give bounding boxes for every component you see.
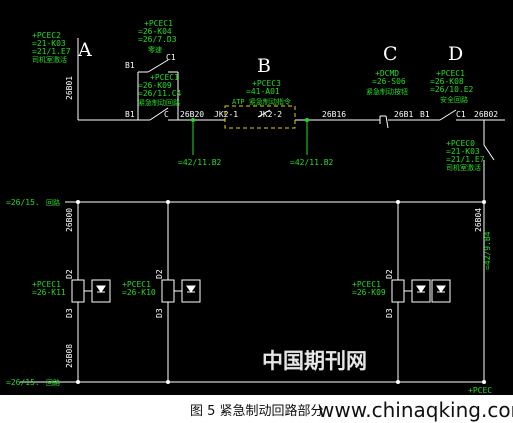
label-pcec3: +PCEC3 — [252, 79, 281, 88]
site-watermark: www.chinaqking.com — [318, 398, 513, 422]
label-ref-k04: =26/7.D3 — [138, 35, 177, 44]
junction-dots — [76, 118, 486, 384]
label-brake-button: 紧急制动按钮 — [366, 87, 408, 96]
terminal-jk2-1: JK2-1 — [214, 110, 238, 119]
label-pcec1-d: +PCEC1 — [436, 69, 465, 78]
label-safety-loop: 安全回路 — [440, 95, 468, 104]
label-dcmd: +DCMD — [375, 69, 399, 78]
ref-42-11-b2-a: =42/11.B2 — [178, 158, 222, 167]
terminal-c1-top: C1 — [166, 53, 176, 62]
atp-contact-box — [224, 105, 296, 129]
terminal-b1-right: B1 — [420, 110, 430, 119]
terminal-jk2-2: JK2-2 — [258, 110, 282, 119]
figure-caption: 图 5 紧急制动回路部分 — [190, 403, 324, 419]
label-k03-right: =21-K03 — [446, 147, 480, 156]
section-letter-d: D — [448, 43, 463, 65]
label-ref-k08: =26/10.E2 — [430, 85, 474, 94]
section-letter-a: A — [77, 39, 92, 61]
section-letter-b: B — [257, 55, 271, 77]
terminal-d3-k11: D3 — [65, 308, 74, 318]
caption-background — [0, 395, 513, 423]
terminal-c1-right: C1 — [456, 110, 466, 119]
terminal-b1-mid: B1 — [125, 110, 135, 119]
wire-label-26b1: 26B1 — [394, 110, 413, 119]
label-pcec1-c: +PCEC1 — [150, 73, 179, 82]
wire-label-26b16: 26B16 — [322, 110, 346, 119]
label-k08: =26-K08 — [430, 77, 464, 86]
ref-left-bottom: =26/15. — [6, 378, 40, 387]
label-ref-k09: =26/11.C4 — [138, 89, 182, 98]
ref-42-9-b4: =42/9.B4 — [483, 231, 492, 270]
ref-42-11-b2-b: =42/11.B2 — [290, 158, 334, 167]
label-k09: =26-K09 — [138, 81, 172, 90]
label-brake-loop: 紧急制动回路 — [138, 98, 180, 107]
label-cab-active-a: 司机室激活 — [32, 55, 67, 64]
label-pcec0: +PCEC0 — [446, 139, 475, 148]
relay-coil-k09 — [391, 279, 431, 303]
terminal-d2-k10: D2 — [155, 269, 164, 279]
label-pcec1-b: +PCEC1 — [144, 19, 173, 28]
ref-left-top-tail: 回路 — [46, 198, 60, 207]
terminal-b1-top: B1 — [125, 61, 135, 70]
label-a01: =41-A01 — [246, 87, 280, 96]
label-pcec-bottom: +PCEC — [468, 386, 492, 395]
coil-label-pcec1-k09: +PCEC1 — [352, 280, 381, 289]
reference-wires — [192, 120, 308, 155]
wiring — [20, 38, 505, 383]
terminal-d2-k09: D2 — [385, 269, 394, 279]
coil-label-k09: =26-K09 — [352, 288, 386, 297]
relay-coil-k11 — [71, 279, 111, 303]
coil-label-k11: =26-K11 — [32, 288, 66, 297]
atp-contact-link — [257, 109, 271, 118]
terminal-d2-k11: D2 — [65, 269, 74, 279]
ref-left-bottom-tail: 回路 — [46, 378, 60, 387]
wire-label-26b04: 26B04 — [474, 208, 483, 232]
coil-label-k10: =26-K10 — [122, 288, 156, 297]
wire-label-26b01: 26B01 — [65, 76, 74, 100]
watermark-text: 中国期刊网 — [262, 348, 367, 373]
label-s06: =26-S06 — [372, 77, 406, 86]
label-cab-active-right: 司机室激活 — [446, 163, 481, 172]
label-pcec2-a: +PCEC2 — [32, 31, 61, 40]
terminal-d3-k10: D3 — [155, 308, 164, 318]
relay-coil-k10 — [161, 279, 201, 303]
coil-label-pcec1-k11: +PCEC1 — [32, 280, 61, 289]
label-zero-speed: 零速 — [148, 46, 162, 54]
ref-left-top: =26/15. — [6, 198, 40, 207]
terminal-c-mid: C — [164, 110, 169, 119]
diagram-background — [0, 0, 513, 395]
wire-label-26b02: 26B02 — [474, 110, 498, 119]
wire-label-26b00: 26B00 — [65, 208, 74, 232]
label-k03-a: =21-K03 — [32, 39, 66, 48]
wire-label-26b08: 26B08 — [65, 344, 74, 368]
section-letter-c: C — [383, 43, 398, 65]
wire-label-26b20: 26B20 — [180, 110, 204, 119]
relay-coil-right — [431, 279, 451, 303]
label-k04: =26-K04 — [138, 27, 172, 36]
label-ref-right: =21/1.E7 — [446, 155, 485, 164]
label-ref-a: =21/1.E7 — [32, 47, 71, 56]
coil-label-pcec1-k10: +PCEC1 — [122, 280, 151, 289]
label-atp-command: ATP 紧急制动指令 — [232, 97, 291, 106]
terminal-d3-k09: D3 — [385, 308, 394, 318]
